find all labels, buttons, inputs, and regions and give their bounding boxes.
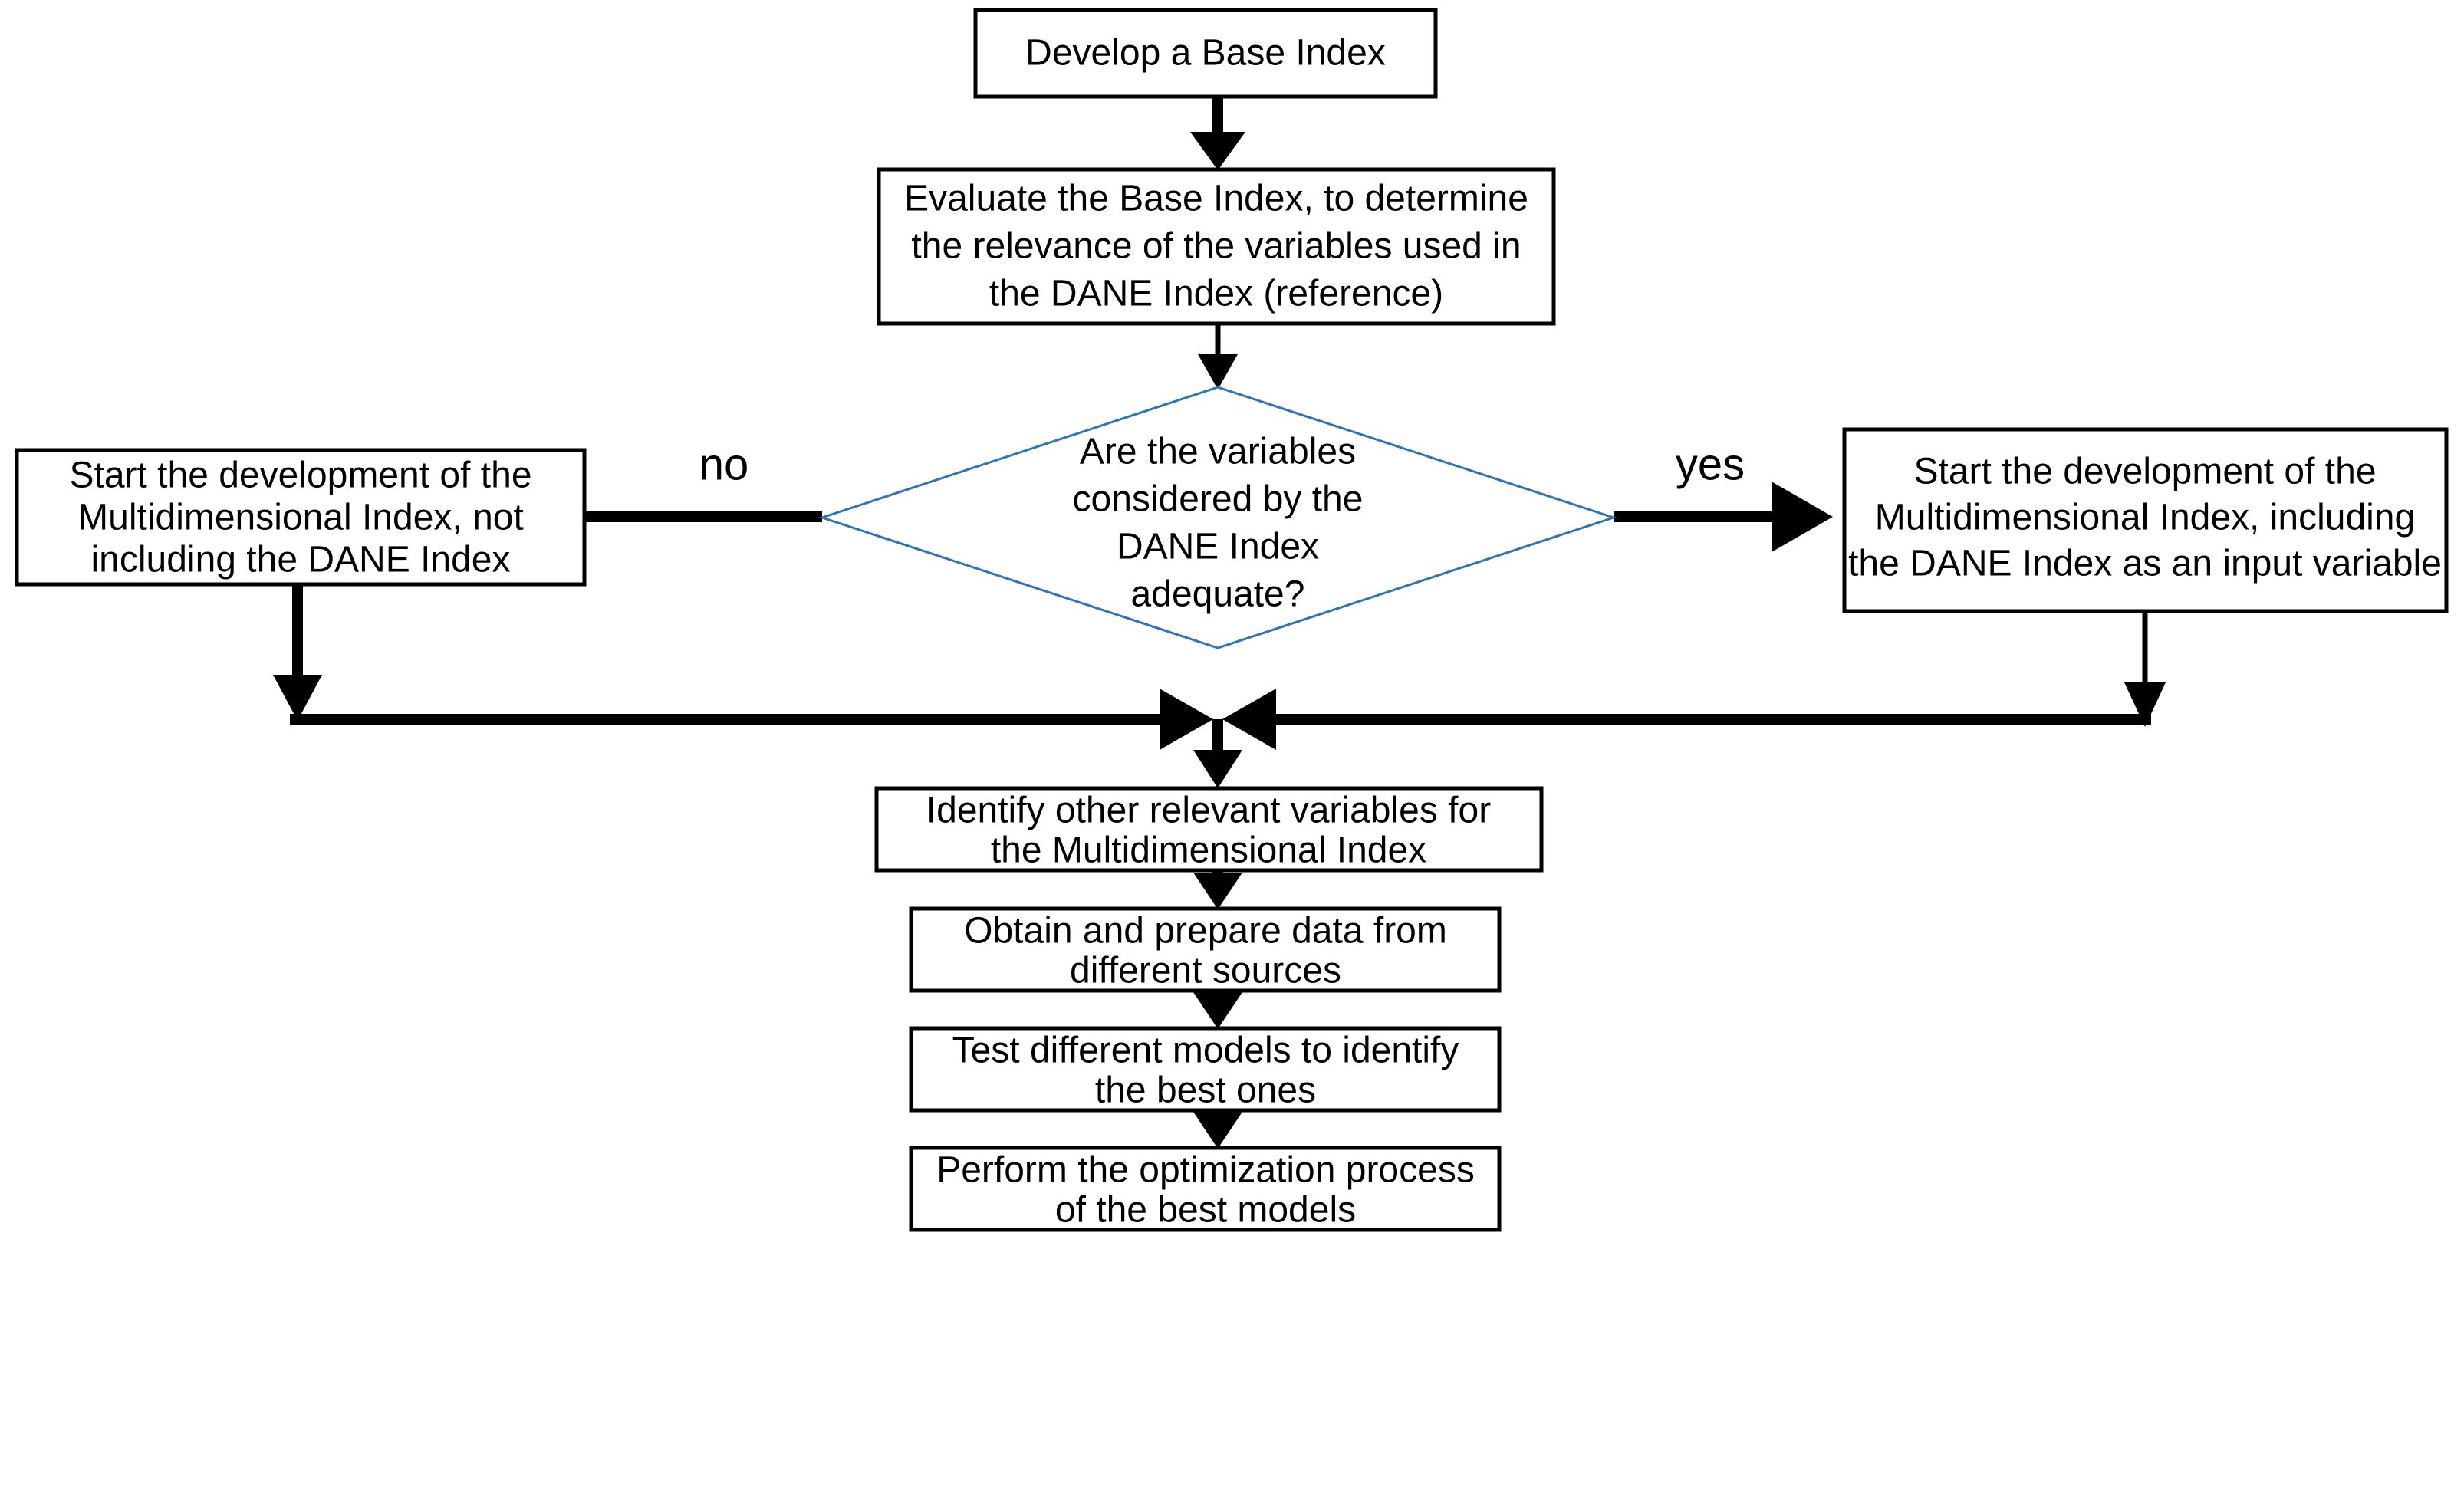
merge-bus-left xyxy=(290,689,1213,750)
node-start-without-dane-line-1: Multidimensional Index, not xyxy=(77,498,524,538)
node-start-with-dane-line-0: Start the development of the xyxy=(1913,452,2376,492)
node-start-without-dane[interactable]: Start the development of the Multidimens… xyxy=(15,448,587,587)
node-obtain-line-1: different sources xyxy=(1070,951,1341,991)
node-test-models-line-0: Test different models to identify xyxy=(952,1031,1459,1071)
node-evaluate-base-index-line-0: Evaluate the Base Index, to determine xyxy=(904,179,1528,219)
node-perform-optimization[interactable]: Perform the optimization process of the … xyxy=(909,1146,1502,1232)
node-decision-line-1: considered by the xyxy=(1073,479,1364,520)
node-decision-line-2: DANE Index xyxy=(1117,527,1319,567)
node-obtain-prepare-data[interactable]: Obtain and prepare data from different s… xyxy=(909,906,1502,993)
node-evaluate-base-index-line-1: the relevance of the variables used in xyxy=(911,226,1521,267)
node-start-with-dane-line-2: the DANE Index as an input variable xyxy=(1848,544,2442,584)
node-develop-base-index-line-0: Develop a Base Index xyxy=(1025,33,1386,74)
edge-yes-branch-to-merge xyxy=(2124,611,2166,727)
node-evaluate-base-index-line-2: the DANE Index (reference) xyxy=(989,274,1443,314)
edge-merge-to-identify xyxy=(1193,719,1242,788)
edge-no-branch-to-merge xyxy=(273,584,322,721)
node-decision-line-3: adequate? xyxy=(1131,574,1305,615)
edge-test-to-perform xyxy=(1193,1110,1242,1149)
node-evaluate-base-index[interactable]: Evaluate the Base Index, to determine th… xyxy=(877,167,1556,326)
edge-obtain-to-test xyxy=(1193,991,1242,1029)
edge-develop-to-evaluate xyxy=(1190,97,1245,170)
node-perform-optimization-line-0: Perform the optimization process xyxy=(936,1150,1475,1191)
node-identify-line-0: Identify other relevant variables for xyxy=(926,791,1491,831)
edge-identify-to-obtain xyxy=(1193,870,1242,909)
node-develop-base-index[interactable]: Develop a Base Index xyxy=(973,8,1438,99)
branch-label-yes: yes xyxy=(1676,439,1745,489)
node-start-without-dane-line-0: Start the development of the xyxy=(69,455,531,496)
branch-label-no: no xyxy=(699,439,749,489)
node-test-models[interactable]: Test different models to identify the be… xyxy=(909,1026,1502,1113)
edge-decision-to-yes-branch xyxy=(1614,482,1833,552)
edge-evaluate-to-decision xyxy=(1198,324,1238,390)
node-start-without-dane-line-2: including the DANE Index xyxy=(91,540,511,580)
node-identify-line-1: the Multidimensional Index xyxy=(991,830,1426,871)
node-start-with-dane[interactable]: Start the development of the Multidimens… xyxy=(1842,427,2449,613)
node-variables-adequate-decision[interactable]: Are the variables considered by the DANE… xyxy=(818,386,1617,649)
node-start-with-dane-line-1: Multidimensional Index, including xyxy=(1875,498,2415,538)
node-identify-other-variables[interactable]: Identify other relevant variables for th… xyxy=(874,786,1544,873)
node-test-models-line-1: the best ones xyxy=(1095,1070,1316,1111)
node-decision-line-0: Are the variables xyxy=(1080,432,1356,472)
node-obtain-line-0: Obtain and prepare data from xyxy=(964,911,1447,952)
node-perform-optimization-line-1: of the best models xyxy=(1055,1190,1356,1231)
merge-bus-right xyxy=(1222,689,2151,750)
